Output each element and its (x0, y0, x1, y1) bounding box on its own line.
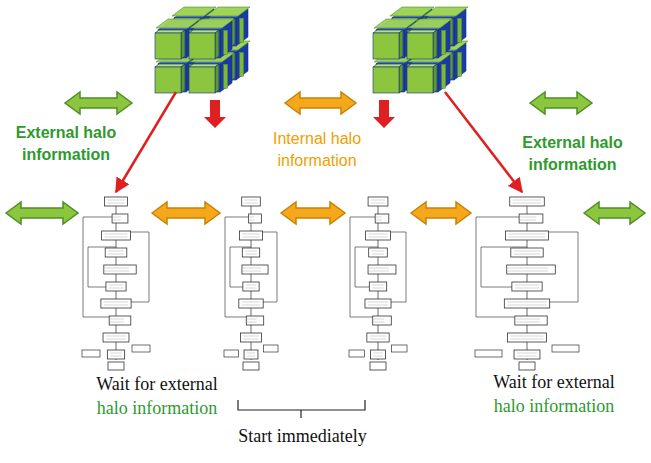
internal-halo-arrow (152, 202, 220, 224)
wait-note: halo information (462, 394, 646, 418)
mapping-arrow (445, 92, 522, 192)
wait-note: Wait for external (462, 370, 646, 394)
external-halo-arrow (584, 202, 645, 224)
flowchart-thumbnail (475, 197, 579, 370)
internal-halo-arrow (411, 202, 471, 224)
external-halo-label: External halo information (5, 122, 127, 165)
internal-halo-arrow (281, 202, 345, 224)
cube-cluster (155, 7, 250, 93)
external-halo-arrow (530, 92, 592, 114)
wait-note: Wait for external (62, 372, 252, 396)
external-halo-arrow (6, 202, 78, 224)
start-note: Start immediately (220, 424, 385, 448)
flowchart-thumbnail (224, 197, 278, 370)
internal-halo-arrow (285, 92, 356, 114)
internal-halo-label: Internal halo information (262, 128, 372, 171)
bracket (238, 400, 365, 418)
mapping-arrow (116, 92, 176, 192)
flowchart-thumbnail (82, 197, 150, 370)
external-halo-label: External halo information (510, 132, 635, 175)
mapping-arrow (204, 100, 226, 128)
mapping-arrow (373, 100, 395, 128)
flowchart-thumbnail (349, 197, 407, 370)
cube-cluster (373, 7, 468, 93)
external-halo-arrow (65, 92, 132, 114)
wait-note: halo information (62, 396, 252, 420)
